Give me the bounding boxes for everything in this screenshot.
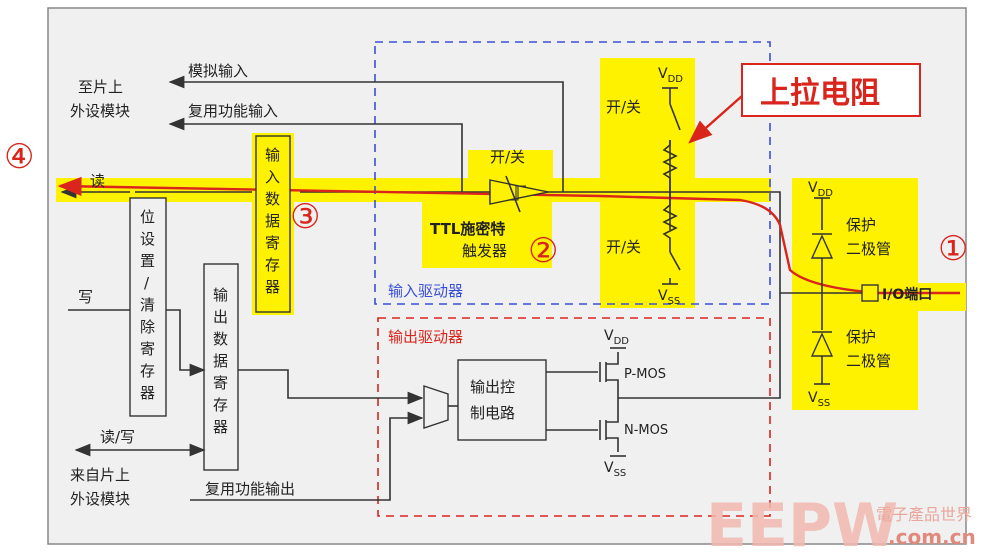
- input-driver-box: [374, 41, 771, 305]
- output-control-label-1: 输出控: [470, 378, 515, 396]
- svg-text:存: 存: [265, 256, 280, 274]
- pulldown-onoff-label: 开/关: [606, 238, 641, 256]
- svg-text:器: 器: [213, 418, 228, 436]
- ttl-schmitt-label-2: 触发器: [462, 242, 507, 260]
- pmos-label: P-MOS: [624, 367, 666, 382]
- output-driver-label: 输出驱动器: [388, 328, 463, 346]
- output-data-register: [203, 263, 239, 471]
- svg-text:据: 据: [265, 212, 280, 230]
- analog-input-label: 模拟输入: [188, 62, 248, 80]
- svg-text:出: 出: [213, 308, 228, 326]
- bit-set-reset-register-text: 位 设 置 / 清 除 寄 存 器: [140, 208, 155, 402]
- pullup-callout-label: 上拉电阻: [760, 76, 880, 111]
- pmos-vdd-label: VDD: [604, 328, 629, 347]
- pull-resistors: [662, 87, 681, 285]
- pullup-callout-arrow: [688, 95, 743, 144]
- mosfet-stage: [546, 293, 781, 457]
- svg-text:设: 设: [140, 230, 155, 248]
- svg-text:存: 存: [213, 396, 228, 414]
- diode-bottom-label-1: 保护: [846, 328, 876, 346]
- svg-text:除: 除: [140, 318, 155, 336]
- diode-top-label-1: 保护: [846, 216, 876, 234]
- io-pin-label: I/O端口: [882, 286, 932, 303]
- svg-text:寄: 寄: [140, 340, 155, 358]
- svg-text:/: /: [144, 274, 150, 292]
- svg-text:输: 输: [213, 286, 228, 304]
- pullup-callout-box: [741, 63, 921, 117]
- marker-3: ③: [290, 197, 320, 237]
- svg-text:据: 据: [213, 352, 228, 370]
- output-side-wires: [68, 309, 458, 501]
- from-peripheral-label-2: 外设模块: [70, 490, 130, 508]
- alt-func-input-label: 复用功能输入: [188, 102, 278, 120]
- bit-set-reset-register: [129, 197, 167, 417]
- svg-text:位: 位: [140, 208, 155, 226]
- to-peripheral-label-2: 外设模块: [70, 102, 130, 120]
- svg-text:寄: 寄: [265, 234, 280, 252]
- write-label: 写: [78, 288, 93, 306]
- ttl-schmitt-label-1: TTL施密特: [430, 220, 505, 238]
- protection-diodes: [810, 197, 834, 385]
- alt-func-output-label: 复用功能输出: [205, 480, 295, 498]
- read-signal-path: [57, 176, 960, 295]
- schmitt-trigger: [489, 175, 549, 213]
- read-label: 读: [90, 172, 105, 190]
- svg-text:输: 输: [265, 146, 280, 164]
- svg-text:器: 器: [140, 384, 155, 402]
- pullup-vdd-label: VDD: [658, 66, 683, 85]
- marker-4: ④: [4, 137, 34, 177]
- pullup-onoff-label: 开/关: [606, 98, 641, 116]
- watermark-url: .com.cn: [888, 525, 976, 549]
- svg-text:置: 置: [140, 252, 155, 270]
- input-data-register-text: 输 入 数 据 寄 存 器: [265, 146, 280, 296]
- svg-text:存: 存: [140, 362, 155, 380]
- output-control-label-2: 制电路: [470, 404, 515, 422]
- watermark-cn: 電子產品世界: [876, 505, 972, 524]
- marker-1: ①: [938, 229, 968, 269]
- marker-2: ②: [528, 231, 558, 271]
- read-write-label: 读/写: [100, 428, 135, 446]
- svg-text:数: 数: [213, 330, 228, 348]
- pulldown-vss-label: VSS: [658, 288, 680, 307]
- diode-bottom-label-2: 二极管: [846, 352, 891, 370]
- nmos-vss-label: VSS: [604, 460, 626, 479]
- output-data-register-text: 输 出 数 据 寄 存 器: [213, 286, 228, 436]
- to-peripheral-label-1: 至片上: [78, 78, 123, 96]
- from-peripheral-label-1: 来自片上: [70, 466, 130, 484]
- svg-text:清: 清: [140, 296, 155, 314]
- output-multiplexer: [423, 385, 449, 429]
- output-control-box: [457, 359, 547, 441]
- svg-text:寄: 寄: [213, 374, 228, 392]
- io-pin: [861, 284, 879, 302]
- ttl-onoff-label: 开/关: [490, 148, 525, 166]
- watermark-logo: EEPW: [706, 491, 898, 552]
- svg-text:数: 数: [265, 190, 280, 208]
- output-driver-box: [377, 317, 771, 517]
- diode-vdd-label: VDD: [808, 180, 833, 199]
- diode-vss-label: VSS: [808, 390, 830, 409]
- svg-text:入: 入: [265, 168, 280, 186]
- svg-text:器: 器: [265, 278, 280, 296]
- diode-top-label-2: 二极管: [846, 240, 891, 258]
- input-driver-label: 输入驱动器: [388, 282, 463, 300]
- nmos-label: N-MOS: [624, 423, 668, 438]
- input-data-register: [255, 135, 291, 313]
